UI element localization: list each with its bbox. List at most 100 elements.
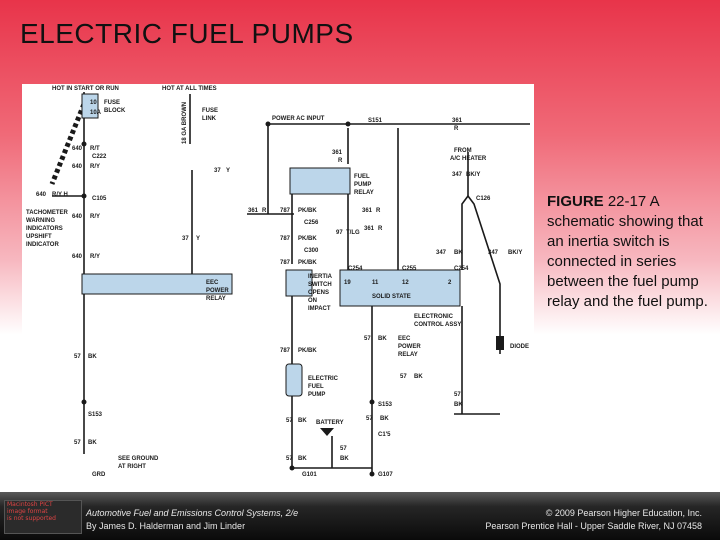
label-bk-g: BK — [340, 456, 349, 462]
label-r-mid: R — [376, 208, 381, 214]
copyright-line: © 2009 Pearson Higher Education, Inc. — [545, 508, 702, 518]
label-bk-h: BK — [298, 456, 307, 462]
book-title: Automotive Fuel and Emissions Control Sy… — [86, 508, 299, 518]
label-s153: S153 — [88, 412, 103, 418]
label-57-c: 57 — [454, 392, 461, 398]
label-tlg: T/LG — [346, 230, 360, 236]
label-electronic: ELECTRONIC — [414, 314, 454, 320]
label-upshift: UPSHIFT — [26, 234, 52, 240]
label-pkbk-4: PK/BK — [298, 348, 317, 354]
label-fuel-pump-relay-2: PUMP — [354, 182, 371, 188]
label-pin19: 19 — [344, 280, 351, 286]
label-y-top: Y — [226, 168, 230, 174]
label-c254b: C254 — [454, 266, 469, 272]
label-pin2: 2 — [448, 280, 452, 286]
label-57-g: 57 — [340, 446, 347, 452]
label-640-d: 640 — [72, 254, 83, 260]
label-ry: R/Y — [90, 164, 100, 170]
label-57-b: 57 — [400, 374, 407, 380]
label-57-e: 57 — [366, 416, 373, 422]
label-solid-state: SOLID STATE — [372, 294, 411, 300]
label-bk-c: BK — [454, 402, 463, 408]
label-eec-pr-1: EEC — [398, 336, 411, 342]
label-g101: G101 — [302, 472, 317, 478]
wires — [52, 92, 530, 474]
label-787-1: 787 — [280, 208, 291, 214]
label-grd: GRD — [92, 472, 106, 478]
label-bk-f: BK — [88, 440, 97, 446]
label-impact: IMPACT — [308, 306, 331, 312]
label-at-right: AT RIGHT — [118, 464, 146, 470]
wiring-schematic: HOT IN START OR RUN HOT AT ALL TIMES 10 … — [22, 84, 534, 480]
caption-number: 22-17 — [607, 193, 647, 210]
label-indicators: INDICATORS — [26, 226, 63, 232]
footer-copyright: © 2009 Pearson Higher Education, Inc. Pe… — [485, 507, 702, 533]
label-640-ry: 640 — [72, 164, 83, 170]
footer-book-info: Automotive Fuel and Emissions Control Sy… — [86, 507, 298, 533]
label-ryh: R/Y H — [52, 192, 68, 198]
label-bky-r: BK/Y — [508, 250, 522, 256]
label-r-r2: R — [378, 226, 383, 232]
caption-text: A schematic showing that an inertia swit… — [547, 193, 708, 310]
label-fuel-pump-relay-3: RELAY — [354, 190, 374, 196]
label-bk-l: BK — [454, 250, 463, 256]
label-ry-c: R/Y — [90, 214, 100, 220]
label-bk-d: BK — [298, 418, 307, 424]
badge-line-2: image format — [7, 508, 48, 515]
label-eec-relay-1: EEC — [206, 280, 219, 286]
label-fuse-link-2: LINK — [202, 116, 217, 122]
label-ac-heater: A/C HEATER — [450, 156, 487, 162]
label-57-d: 57 — [286, 418, 293, 424]
label-347-top: 347 — [452, 172, 463, 178]
publisher-line: Pearson Prentice Hall - Upper Saddle Riv… — [485, 521, 702, 531]
badge-line-1: Macintosh PICT — [7, 501, 53, 508]
label-fuel-pump-relay-1: FUEL — [354, 174, 370, 180]
label-on: ON — [308, 298, 317, 304]
label-fuse-10: 10 — [90, 100, 97, 106]
label-361-r2: 361 — [364, 226, 375, 232]
figure-caption: FIGURE 22-17 A schematic showing that an… — [547, 192, 719, 312]
label-efp-3: PUMP — [308, 392, 325, 398]
label-bky-top: BK/Y — [466, 172, 480, 178]
label-eec-relay-2: POWER — [206, 288, 229, 294]
fuel-pump-motor — [285, 363, 303, 397]
label-s153-r: S153 — [378, 402, 393, 408]
book-authors: By James D. Halderman and Jim Linder — [86, 521, 246, 531]
label-640-rt: 640 — [72, 146, 83, 152]
label-347-r: 347 — [488, 250, 499, 256]
label-fuse-block-2: BLOCK — [104, 108, 126, 114]
battery-symbol — [320, 428, 334, 436]
pict-placeholder: Macintosh PICT image format is not suppo… — [4, 500, 82, 534]
label-361-top: 361 — [452, 118, 463, 124]
label-c254: C254 — [348, 266, 363, 272]
label-57-h: 57 — [286, 456, 293, 462]
label-bk-e: BK — [380, 416, 389, 422]
label-347-l: 347 — [436, 250, 447, 256]
label-bk-a: BK — [378, 336, 387, 342]
label-37-y: 37 — [182, 236, 189, 242]
label-pin11: 11 — [372, 280, 379, 286]
label-indicator: INDICATOR — [26, 242, 59, 248]
label-diode: DIODE — [510, 344, 529, 350]
label-battery: BATTERY — [316, 420, 344, 426]
label-57-left: 57 — [74, 354, 81, 360]
diode-symbol — [496, 336, 504, 350]
label-c255: C255 — [402, 266, 417, 272]
fuel-pump-relay-box — [289, 167, 351, 195]
label-hot-all-times: HOT AT ALL TIMES — [162, 86, 217, 92]
label-fuse-10a: 10A — [90, 110, 102, 116]
inertia-switch-box — [285, 269, 313, 297]
label-pkbk-3: PK/BK — [298, 260, 317, 266]
label-efp-1: ELECTRIC — [308, 376, 339, 382]
label-361-left: 361 — [248, 208, 259, 214]
label-361-mid: 361 — [362, 208, 373, 214]
label-r-left: R — [262, 208, 267, 214]
label-s151: S151 — [368, 118, 383, 124]
splice-dots — [81, 121, 375, 477]
label-warning: WARNING — [26, 218, 55, 224]
label-efp-2: FUEL — [308, 384, 324, 390]
label-eec-pr-2: POWER — [398, 344, 421, 350]
label-from: FROM — [454, 148, 472, 154]
slide-title: ELECTRIC FUEL PUMPS — [20, 18, 354, 49]
label-640-ryh: 640 — [36, 192, 47, 198]
